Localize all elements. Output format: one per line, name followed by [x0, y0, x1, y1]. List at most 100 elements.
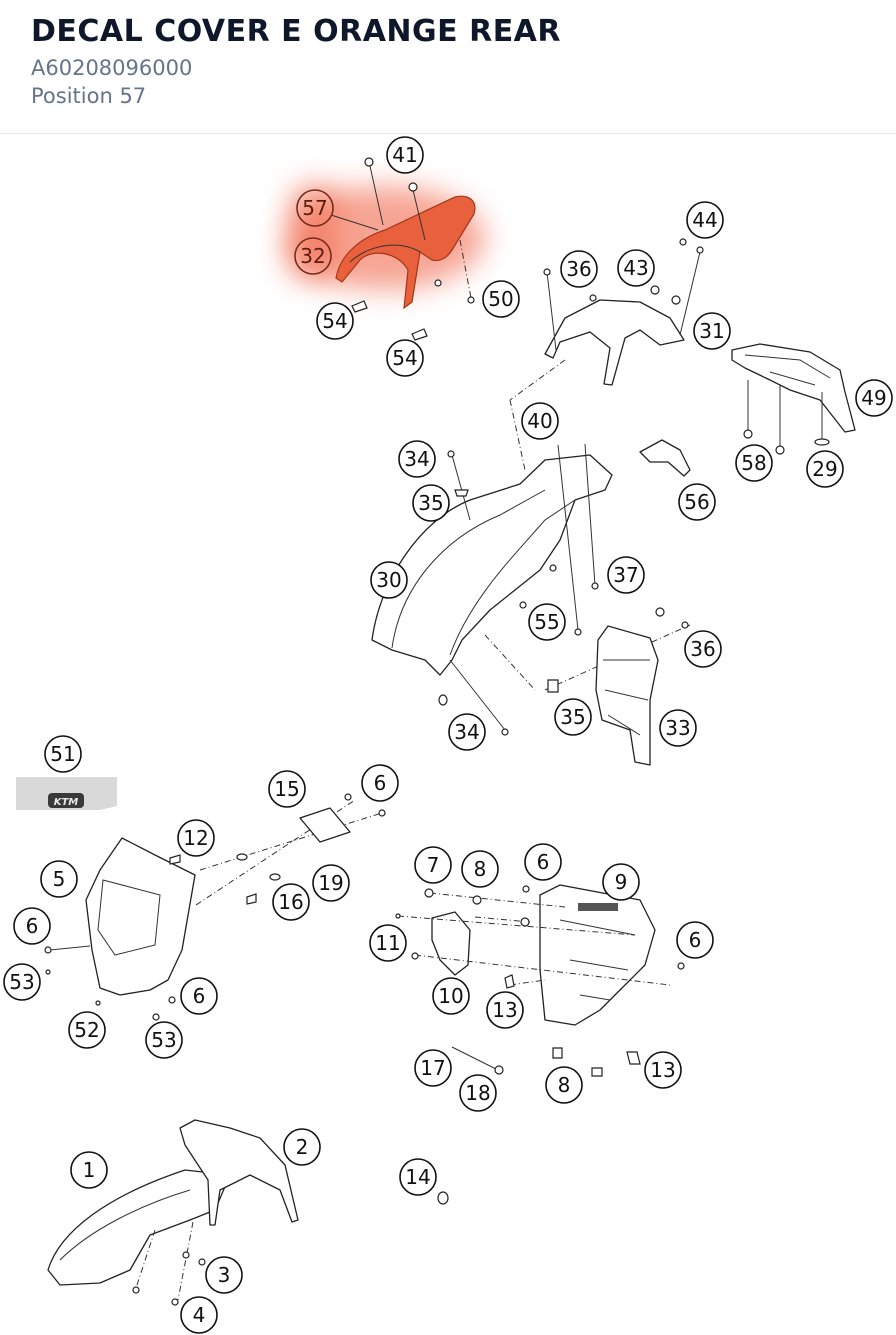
ktm-decal: KTM: [16, 777, 117, 810]
rear-fender-cover[interactable]: [330, 157, 476, 341]
callout-40[interactable]: 40: [521, 402, 559, 440]
callout-37[interactable]: 37: [607, 556, 645, 594]
nut: [549, 564, 557, 572]
plate-dash-1: [397, 915, 636, 936]
nut: [168, 996, 176, 1004]
callout-54[interactable]: 54: [316, 302, 354, 340]
nut: [681, 621, 689, 629]
callout-circle: [312, 864, 350, 902]
clip: [547, 679, 559, 693]
callout-11[interactable]: 11: [369, 924, 407, 962]
callout-15[interactable]: 15: [268, 770, 306, 808]
callout-31[interactable]: 31: [693, 312, 731, 350]
callout-circle: [659, 709, 697, 747]
callout-8[interactable]: 8: [545, 1066, 583, 1104]
mudguard-dash-3: [484, 634, 536, 691]
callout-35[interactable]: 35: [412, 484, 450, 522]
callout-51[interactable]: 51: [44, 735, 82, 773]
nut: [472, 895, 482, 905]
callout-label: 18: [465, 1081, 490, 1105]
callout-circle: [524, 843, 562, 881]
callout-30[interactable]: 30: [370, 561, 408, 599]
bolt-head: [743, 429, 753, 439]
side-panel-33-detail: [603, 659, 650, 736]
callout-6[interactable]: 6: [361, 764, 399, 802]
mudguard-dash-2: [509, 399, 526, 471]
callout-3[interactable]: 3: [205, 1256, 243, 1294]
callout-18[interactable]: 18: [459, 1074, 497, 1112]
nut: [494, 1065, 504, 1075]
nut: [424, 888, 434, 898]
callout-13[interactable]: 13: [644, 1051, 682, 1089]
callout-circle: [272, 883, 310, 921]
callout-6[interactable]: 6: [13, 907, 51, 945]
callout-41[interactable]: 41: [386, 136, 424, 174]
callout-35[interactable]: 35: [554, 698, 592, 736]
callout-7[interactable]: 7: [414, 846, 452, 884]
callout-19[interactable]: 19: [312, 864, 350, 902]
callout-57[interactable]: 57: [296, 189, 334, 227]
callout-17[interactable]: 17: [414, 1049, 452, 1087]
callout-12[interactable]: 12: [177, 819, 215, 857]
callout-6[interactable]: 6: [180, 977, 218, 1015]
callout-circle: [461, 850, 499, 888]
callout-label: 5: [53, 867, 66, 891]
callout-29[interactable]: 29: [806, 450, 844, 488]
callout-43[interactable]: 43: [617, 249, 655, 287]
callout-circle: [414, 846, 452, 884]
callout-circle: [684, 630, 722, 668]
nut: [152, 1013, 160, 1021]
callout-label: 6: [374, 771, 387, 795]
callout-33[interactable]: 33: [659, 709, 697, 747]
callout-32[interactable]: 32: [294, 237, 332, 275]
callout-circle: [177, 819, 215, 857]
callout-58[interactable]: 58: [735, 444, 773, 482]
callout-label: 1: [83, 1158, 96, 1182]
callout-8[interactable]: 8: [461, 850, 499, 888]
callout-56[interactable]: 56: [678, 483, 716, 521]
callout-50[interactable]: 50: [482, 280, 520, 318]
callout-4[interactable]: 4: [180, 1296, 218, 1334]
callout-13[interactable]: 13: [486, 991, 524, 1029]
callout-34[interactable]: 34: [448, 713, 486, 751]
nut: [44, 946, 52, 954]
callout-36[interactable]: 36: [560, 250, 598, 288]
callout-label: 43: [623, 256, 648, 280]
callout-36[interactable]: 36: [684, 630, 722, 668]
number-plate-assembly: [395, 884, 685, 1077]
callout-1[interactable]: 1: [70, 1151, 108, 1189]
part-title: DECAL COVER E ORANGE REAR: [31, 14, 561, 49]
callout-34[interactable]: 34: [398, 440, 436, 478]
bracket-bolt-line: [546, 271, 557, 351]
callout-53[interactable]: 53: [3, 963, 41, 1001]
callout-16[interactable]: 16: [272, 883, 310, 921]
callout-9[interactable]: 9: [602, 863, 640, 901]
callout-label: 13: [650, 1058, 675, 1082]
callout-53[interactable]: 53: [145, 1021, 183, 1059]
clip: [246, 893, 257, 905]
callout-label: 57: [302, 196, 327, 220]
callout-label: 32: [300, 244, 325, 268]
callout-10[interactable]: 10: [432, 977, 470, 1015]
decal-cover-orange-rear[interactable]: [335, 195, 476, 310]
clip-54-right: [411, 328, 428, 341]
callout-54[interactable]: 54: [386, 339, 424, 377]
plate-dash-3: [429, 892, 566, 908]
callout-5[interactable]: 5: [40, 860, 78, 898]
callout-circle: [180, 1296, 218, 1334]
callout-14[interactable]: 14: [399, 1158, 437, 1196]
callout-2[interactable]: 2: [283, 1128, 321, 1166]
callout-6[interactable]: 6: [676, 921, 714, 959]
nut: [95, 1000, 101, 1006]
callout-52[interactable]: 52: [68, 1011, 106, 1049]
callout-44[interactable]: 44: [686, 201, 724, 239]
callout-55[interactable]: 55: [528, 603, 566, 641]
callout-label: 8: [558, 1073, 571, 1097]
callout-6[interactable]: 6: [524, 843, 562, 881]
callout-circle: [678, 483, 716, 521]
callout-circle: [735, 444, 773, 482]
callout-label: 6: [537, 850, 550, 874]
callout-49[interactable]: 49: [855, 379, 893, 417]
fender-edge: [59, 1189, 191, 1261]
mudguard-bolt-2: [557, 444, 579, 631]
